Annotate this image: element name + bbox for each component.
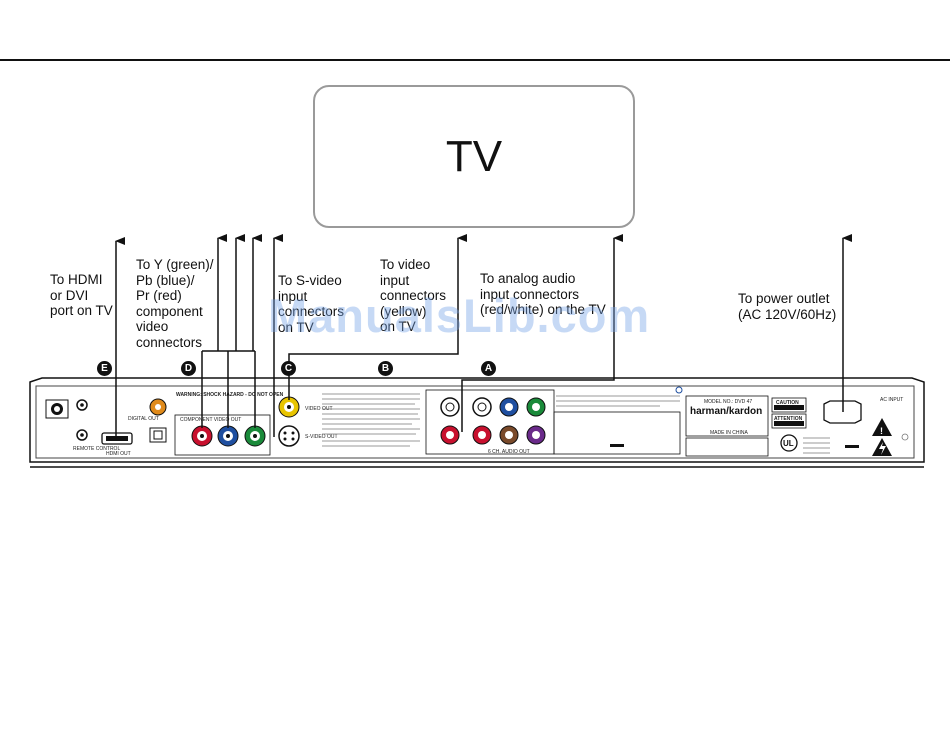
- component-out-text: COMPONENT VIDEO OUT: [180, 417, 241, 423]
- hdmi-label: To HDMI or DVI port on TV: [50, 272, 113, 318]
- warning-text: WARNING: SHOCK HAZARD - DO NOT OPEN: [176, 392, 284, 398]
- audio-out-left-jack-icon: [440, 397, 460, 417]
- rear-panel: REMOTE CONTROL HDMI OUT DIGITAL OUT WARN…: [29, 377, 925, 468]
- ac-input-text: AC INPUT: [880, 397, 903, 403]
- audio-label: To analog audio input connectors (red/wh…: [480, 271, 606, 317]
- front-left-jack-icon: [472, 397, 492, 417]
- badge-c: C: [281, 361, 296, 376]
- coaxial-jack-icon: [149, 398, 167, 416]
- warning-triangle-icon: !: [872, 418, 892, 436]
- audio-out-right-jack-icon: [440, 425, 460, 445]
- cables: [115, 234, 852, 440]
- top-rule: [0, 59, 950, 61]
- audio-cable: [461, 234, 623, 432]
- badge-e: E: [97, 361, 112, 376]
- svg-text:UL: UL: [783, 439, 794, 448]
- svideo-label: To S-video input connectors on TV: [278, 273, 345, 335]
- video-out-text: VIDEO OUT: [305, 406, 333, 412]
- svg-text:!: !: [880, 426, 883, 436]
- video-label: To video input connectors (yellow) on TV: [380, 257, 447, 334]
- digital-out-text: DIGITAL OUT: [128, 416, 159, 422]
- subwoofer-jack-icon: [526, 425, 546, 445]
- front-right-jack-icon: [472, 425, 492, 445]
- surround-right-jack-icon: [499, 425, 519, 445]
- badge-b: B: [378, 361, 393, 376]
- badge-a: A: [481, 361, 496, 376]
- caution-text: CAUTION: [776, 400, 799, 406]
- component-y-jack-icon: [244, 425, 266, 447]
- six-ch-audio-out-text: 6 CH. AUDIO OUT: [488, 449, 530, 455]
- svideo-jack-icon: [278, 425, 300, 447]
- center-jack-icon: [526, 397, 546, 417]
- hdmi-out-text: HDMI OUT: [106, 451, 131, 457]
- ul-listed-icon: UL: [780, 434, 798, 452]
- hdmi-port-icon: [101, 432, 133, 445]
- component-label: To Y (green)/ Pb (blue)/ Pr (red) compon…: [136, 257, 214, 350]
- attention-text: ATTENTION: [774, 416, 803, 422]
- component-pb-jack-icon: [217, 425, 239, 447]
- lightning-triangle-icon: [872, 438, 892, 456]
- svideo-out-text: S-VIDEO OUT: [305, 434, 338, 440]
- remote-out-jack-icon: [76, 429, 88, 441]
- model-number-text: MODEL NO.: DVD 47: [704, 399, 752, 405]
- optical-jack-icon: [149, 427, 167, 443]
- harman-kardon-logo: harman/kardon: [690, 406, 762, 417]
- rf-port-icon: [45, 399, 69, 419]
- remote-in-jack-icon: [76, 399, 88, 411]
- surround-left-jack-icon: [499, 397, 519, 417]
- composite-video-jack-icon: [278, 396, 300, 418]
- component-pr-jack-icon: [191, 425, 213, 447]
- tv-label: TV: [445, 131, 503, 181]
- tv-box: TV: [313, 85, 635, 228]
- badge-d: D: [181, 361, 196, 376]
- fine-print: [322, 393, 420, 447]
- watermark-text: ManualsLib.com: [268, 289, 651, 342]
- power-label: To power outlet (AC 120V/60Hz): [738, 291, 837, 322]
- remote-control-text: REMOTE CONTROL: [73, 446, 120, 452]
- video-cable: [288, 234, 467, 400]
- made-in-china-text: MADE IN CHINA: [710, 430, 748, 436]
